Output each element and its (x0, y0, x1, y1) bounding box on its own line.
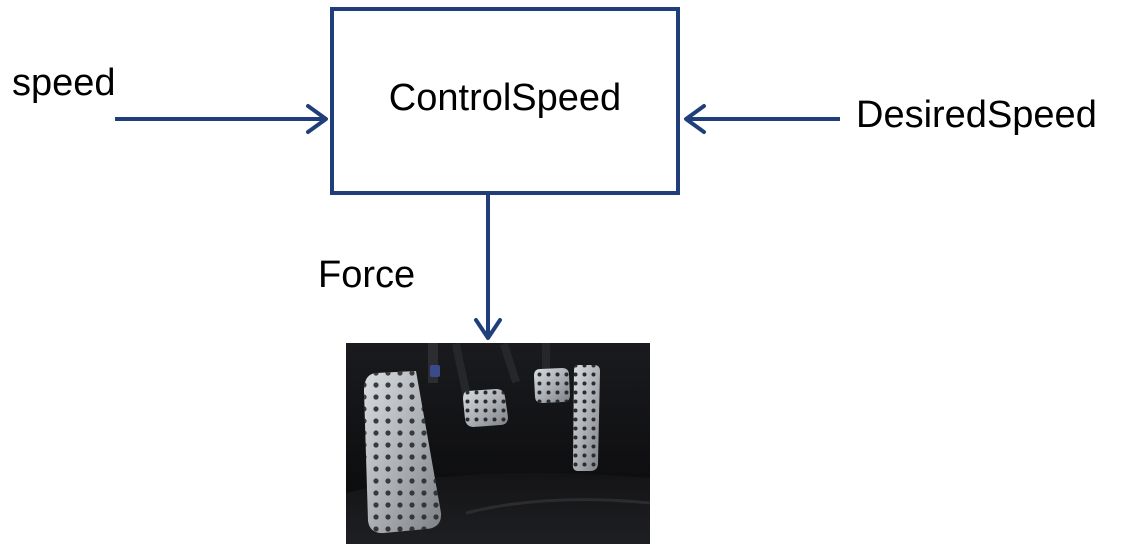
force-arrow-head (474, 318, 502, 340)
car-pedals-icon (346, 343, 650, 544)
desired-speed-arrow-head (684, 104, 706, 134)
control-speed-block: ControlSpeed (330, 7, 680, 195)
output-label-force: Force (318, 254, 416, 296)
input-label-desired-speed: DesiredSpeed (856, 94, 1097, 136)
speed-arrow-head (306, 104, 328, 134)
input-label-speed: speed (12, 62, 116, 104)
block-label: ControlSpeed (388, 77, 622, 119)
